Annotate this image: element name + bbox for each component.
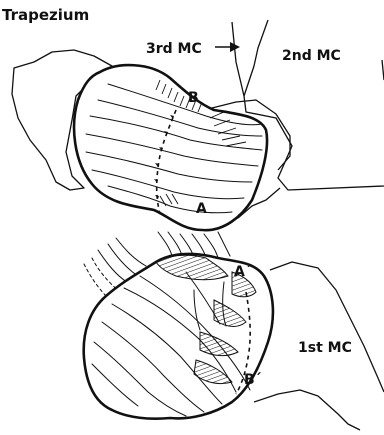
label-first-metacarpal: 1st MC (298, 340, 352, 356)
label-point-a-prime: A´ (234, 264, 252, 280)
label-point-b: B (188, 90, 199, 106)
trapezium-saddle-surface (74, 65, 267, 230)
label-point-a: A (196, 201, 207, 217)
third-mc-pointer-arrow (215, 42, 240, 52)
label-second-metacarpal: 2nd MC (282, 48, 341, 64)
label-third-metacarpal: 3rd MC (146, 41, 202, 57)
label-trapezium: Trapezium (2, 6, 89, 24)
label-point-b-prime: B´ (244, 372, 262, 388)
